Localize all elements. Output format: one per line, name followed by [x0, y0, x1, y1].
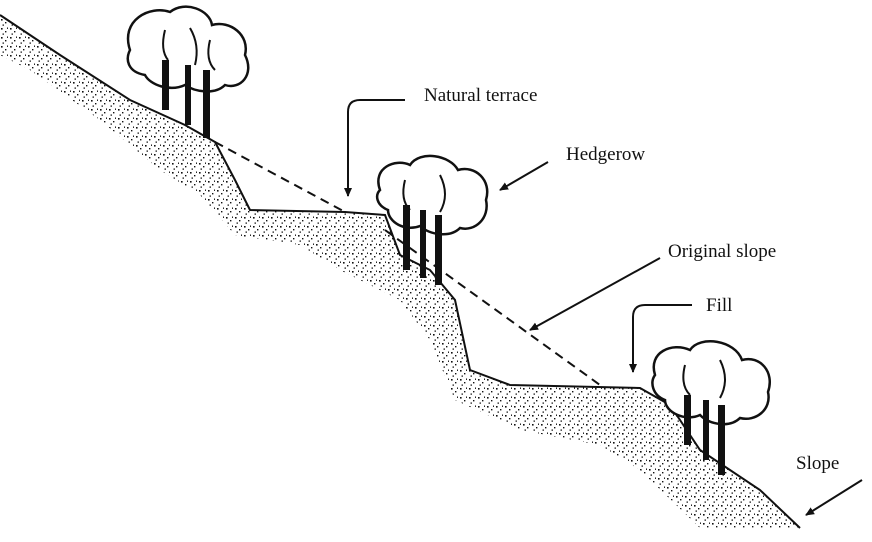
soil-band: [0, 15, 800, 528]
slope-arrow: [805, 479, 863, 516]
original-slope-arrow: [529, 257, 661, 331]
tree-cluster-middle: [375, 154, 489, 285]
natural-terrace-label: Natural terrace: [424, 85, 538, 106]
original-slope-label: Original slope: [668, 241, 777, 262]
fill-label: Fill: [706, 295, 733, 316]
natural-terrace-arrow: [344, 99, 405, 197]
slope-label: Slope: [796, 453, 840, 474]
tree-cluster-lower: [651, 340, 771, 475]
tree-cluster-upper: [126, 5, 250, 138]
original-slope-dashed-line: [214, 141, 601, 386]
hedgerow-label: Hedgerow: [566, 144, 646, 165]
hedgerow-arrow: [499, 161, 549, 191]
fill-arrow: [629, 304, 692, 373]
